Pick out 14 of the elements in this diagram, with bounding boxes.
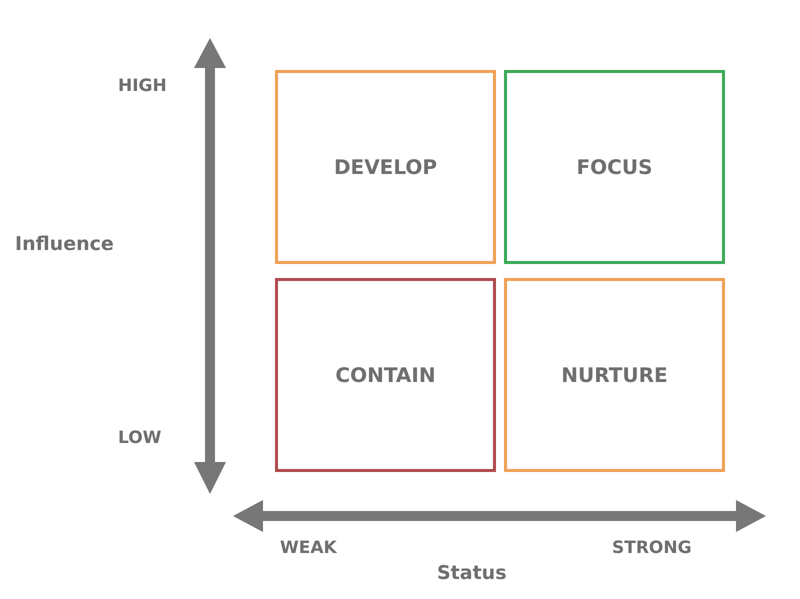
quadrant-box [275,70,496,264]
quadrant-box [504,70,725,264]
quadrant-box [275,278,496,472]
axis-title: Influence [15,233,114,255]
axis-title: Status [437,562,507,584]
axis-tick-label: STRONG [612,538,692,558]
quadrant-label: FOCUS [576,155,652,179]
quadrant-label: CONTAIN [335,363,436,387]
quadrant-label: NURTURE [561,363,668,387]
axis-tick-label: LOW [118,428,162,448]
quadrant-box [504,278,725,472]
axis-tick-label: HIGH [118,76,167,96]
quadrant-label: DEVELOP [334,155,438,179]
axis-tick-label: WEAK [280,538,337,558]
